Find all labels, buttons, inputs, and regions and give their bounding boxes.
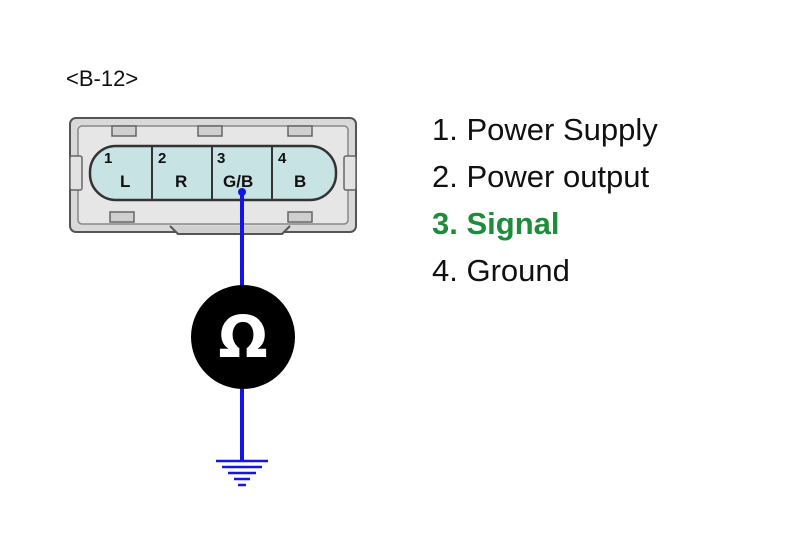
latch-tab [287,125,313,137]
pin-number: 4 [278,150,287,167]
ohmmeter-icon: Ω [191,285,295,389]
legend-item-signal: 3. Signal [432,206,560,241]
pin-number: 2 [158,150,166,167]
ground-icon [216,459,268,487]
pin-color: G/B [223,172,253,191]
latch-tab [111,125,137,137]
pin-3: 3 G/B [217,150,253,191]
connector-housing [69,117,357,235]
pin-color: B [294,172,306,191]
pin-number: 1 [104,150,112,167]
pin-color: L [120,172,130,191]
pin-1: 1 L [104,150,130,191]
legend-item-power-supply: 1. Power Supply [432,112,658,147]
side-ear [343,155,357,191]
latch-tab [197,125,223,137]
pin-color: R [175,172,187,191]
pin-legend: 1. Power Supply 2. Power output 3. Signa… [432,106,658,294]
pin-number: 3 [217,150,225,167]
legend-item-ground: 4. Ground [432,253,570,288]
latch-tab [109,211,135,223]
latch-tab [287,211,313,223]
pin-2: 2 R [158,150,187,191]
pin-4: 4 B [278,150,306,191]
connector-id-label: <B-12> [66,66,139,91]
ohm-symbol: Ω [218,303,267,371]
legend-item-power-output: 2. Power output [432,159,650,194]
side-ear [69,155,83,191]
